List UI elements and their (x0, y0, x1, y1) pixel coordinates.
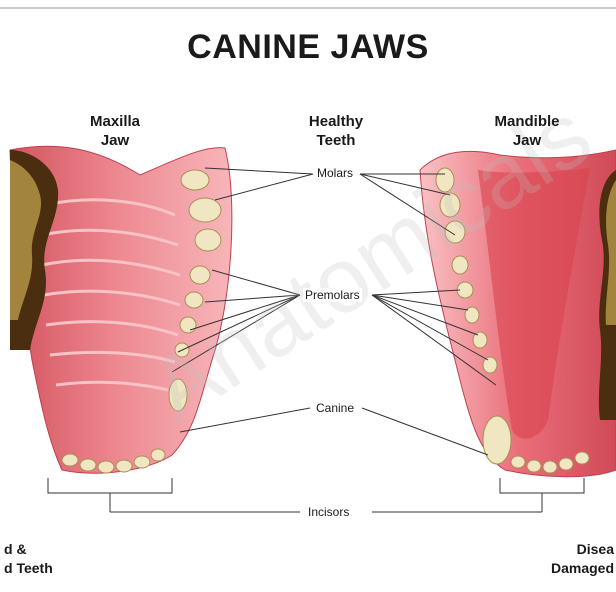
heading-maxilla-line1: Maxilla (60, 112, 170, 131)
label-canine: Canine (314, 401, 356, 415)
label-incisors: Incisors (306, 505, 351, 519)
caption-left-line2: d Teeth (4, 559, 53, 578)
caption-right: Disea Damaged (551, 540, 614, 578)
heading-healthy-line1: Healthy (281, 112, 391, 131)
page-title: CANINE JAWS (0, 28, 616, 67)
caption-right-line2: Damaged (551, 559, 614, 578)
heading-healthy-line2: Teeth (281, 131, 391, 150)
heading-healthy-teeth: Healthy Teeth (281, 112, 391, 150)
caption-left-line1: d & (4, 540, 53, 559)
caption-right-line1: Disea (551, 540, 614, 559)
heading-mandible-line1: Mandible (472, 112, 582, 131)
heading-mandible-line2: Jaw (472, 131, 582, 150)
heading-mandible: Mandible Jaw (472, 112, 582, 150)
heading-maxilla: Maxilla Jaw (60, 112, 170, 150)
caption-left: d & d Teeth (4, 540, 53, 578)
label-molars: Molars (315, 166, 355, 180)
label-premolars: Premolars (303, 288, 362, 302)
heading-maxilla-line2: Jaw (60, 131, 170, 150)
